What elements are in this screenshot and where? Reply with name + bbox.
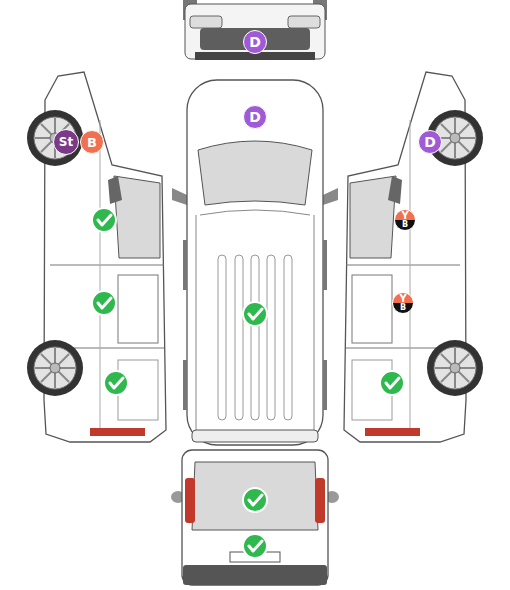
damage-badge: YB: [392, 292, 414, 314]
check-mark: [243, 534, 267, 558]
badge-code: B: [402, 221, 408, 229]
check-mark: [380, 371, 404, 395]
damage-badge: YB: [394, 209, 416, 231]
rear-view: [171, 450, 339, 585]
ok-check-marks: [92, 208, 404, 558]
badge-code: D: [249, 110, 261, 124]
check-mark: [92, 291, 116, 315]
front-view: [183, 0, 327, 60]
right-side-view: [344, 72, 483, 442]
badge-code: Y: [399, 294, 406, 304]
badge-code: B: [87, 136, 97, 149]
badge-code: D: [249, 35, 261, 49]
check-mark: [104, 371, 128, 395]
damage-badge: D: [243, 105, 267, 129]
damage-badge: D: [243, 30, 267, 54]
badge-code: St: [59, 136, 73, 148]
check-mark: [243, 488, 267, 512]
badge-code: D: [424, 135, 436, 149]
badge-code: Y: [401, 211, 408, 221]
damage-badge: B: [80, 130, 104, 154]
damage-badge: D: [418, 130, 442, 154]
badge-code: B: [400, 304, 406, 312]
left-side-view: [27, 72, 166, 442]
check-mark: [92, 208, 116, 232]
check-mark: [243, 302, 267, 326]
damage-badge: St: [53, 129, 79, 155]
top-view: [172, 80, 338, 445]
